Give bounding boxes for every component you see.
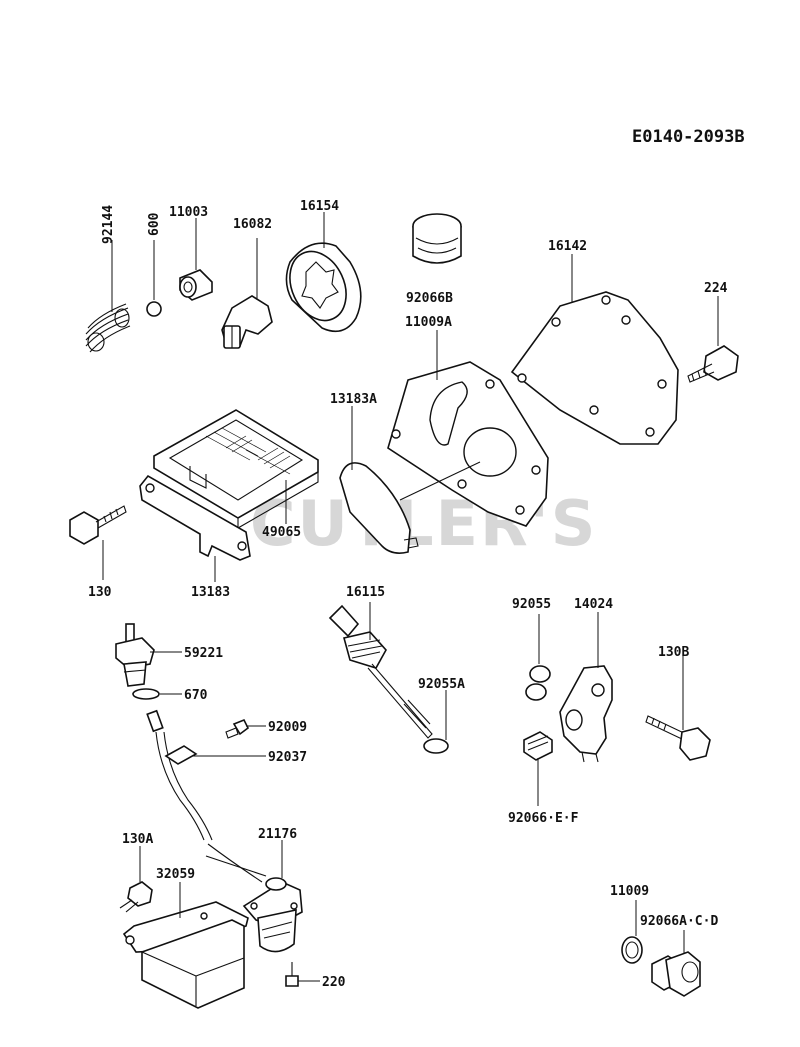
label-670: 670 (184, 688, 208, 703)
label-130: 130 (88, 585, 112, 600)
screw-220 (285, 962, 299, 987)
gasket-11009A (387, 361, 549, 527)
label-16154: 16154 (300, 199, 339, 214)
label-16142: 16142 (548, 239, 587, 254)
washer-670 (132, 688, 160, 700)
label-14024: 14024 (574, 597, 613, 612)
label-130A: 130A (122, 832, 153, 847)
bracket-14024 (559, 665, 613, 763)
label-130B: 130B (658, 645, 689, 660)
label-11009A: 11009A (405, 315, 452, 330)
plug-92066B (412, 213, 462, 264)
label-13183A: 13183A (330, 392, 377, 407)
label-59221: 59221 (184, 646, 223, 661)
label-92009: 92009 (268, 720, 307, 735)
bolt-130B (645, 715, 711, 761)
label-600: 600 (147, 212, 162, 236)
oring-92055 (525, 665, 551, 701)
label-13183: 13183 (191, 585, 230, 600)
washer-11009 (621, 936, 643, 964)
label-16115: 16115 (346, 585, 385, 600)
label-32059: 32059 (156, 867, 195, 882)
label-49065: 49065 (262, 525, 301, 540)
bracket-13183 (139, 474, 251, 561)
bolt-130A (119, 881, 153, 913)
plug-92066ACD (651, 951, 701, 997)
label-92066B: 92066B (406, 291, 453, 306)
clamp-92037 (164, 745, 198, 765)
label-21176: 21176 (258, 827, 297, 842)
label-224: 224 (704, 281, 728, 296)
label-92144: 92144 (101, 205, 116, 244)
label-92037: 92037 (268, 750, 307, 765)
sensor-59221 (115, 623, 155, 687)
oring-92055A (423, 738, 449, 754)
label-92055A: 92055A (418, 677, 465, 692)
plug-92066EF (523, 731, 553, 761)
diagram-code: E0140-2093B (632, 127, 745, 147)
label-92055: 92055 (512, 597, 551, 612)
rotor-16154 (285, 242, 362, 333)
label-11003: 11003 (169, 205, 208, 220)
screw-92009 (225, 718, 250, 739)
spring-92144 (85, 303, 131, 353)
screen-49065 (153, 409, 319, 529)
label-92066EF: 92066·E·F (508, 811, 579, 826)
bracket-32059 (122, 901, 249, 1009)
label-92066ACD: 92066A·C·D (640, 914, 718, 929)
wire-harness (146, 709, 267, 883)
bolt-130 (69, 505, 127, 545)
label-11009: 11009 (610, 884, 649, 899)
cover-16142 (510, 291, 679, 445)
label-16082: 16082 (233, 217, 272, 232)
solenoid-21176 (242, 877, 303, 953)
bushing-11003 (179, 269, 213, 301)
ball-600 (146, 301, 162, 317)
label-220: 220 (322, 975, 346, 990)
rotor-16082 (221, 295, 273, 349)
dipstick-16115 (328, 604, 433, 739)
bolt-224 (687, 345, 739, 383)
